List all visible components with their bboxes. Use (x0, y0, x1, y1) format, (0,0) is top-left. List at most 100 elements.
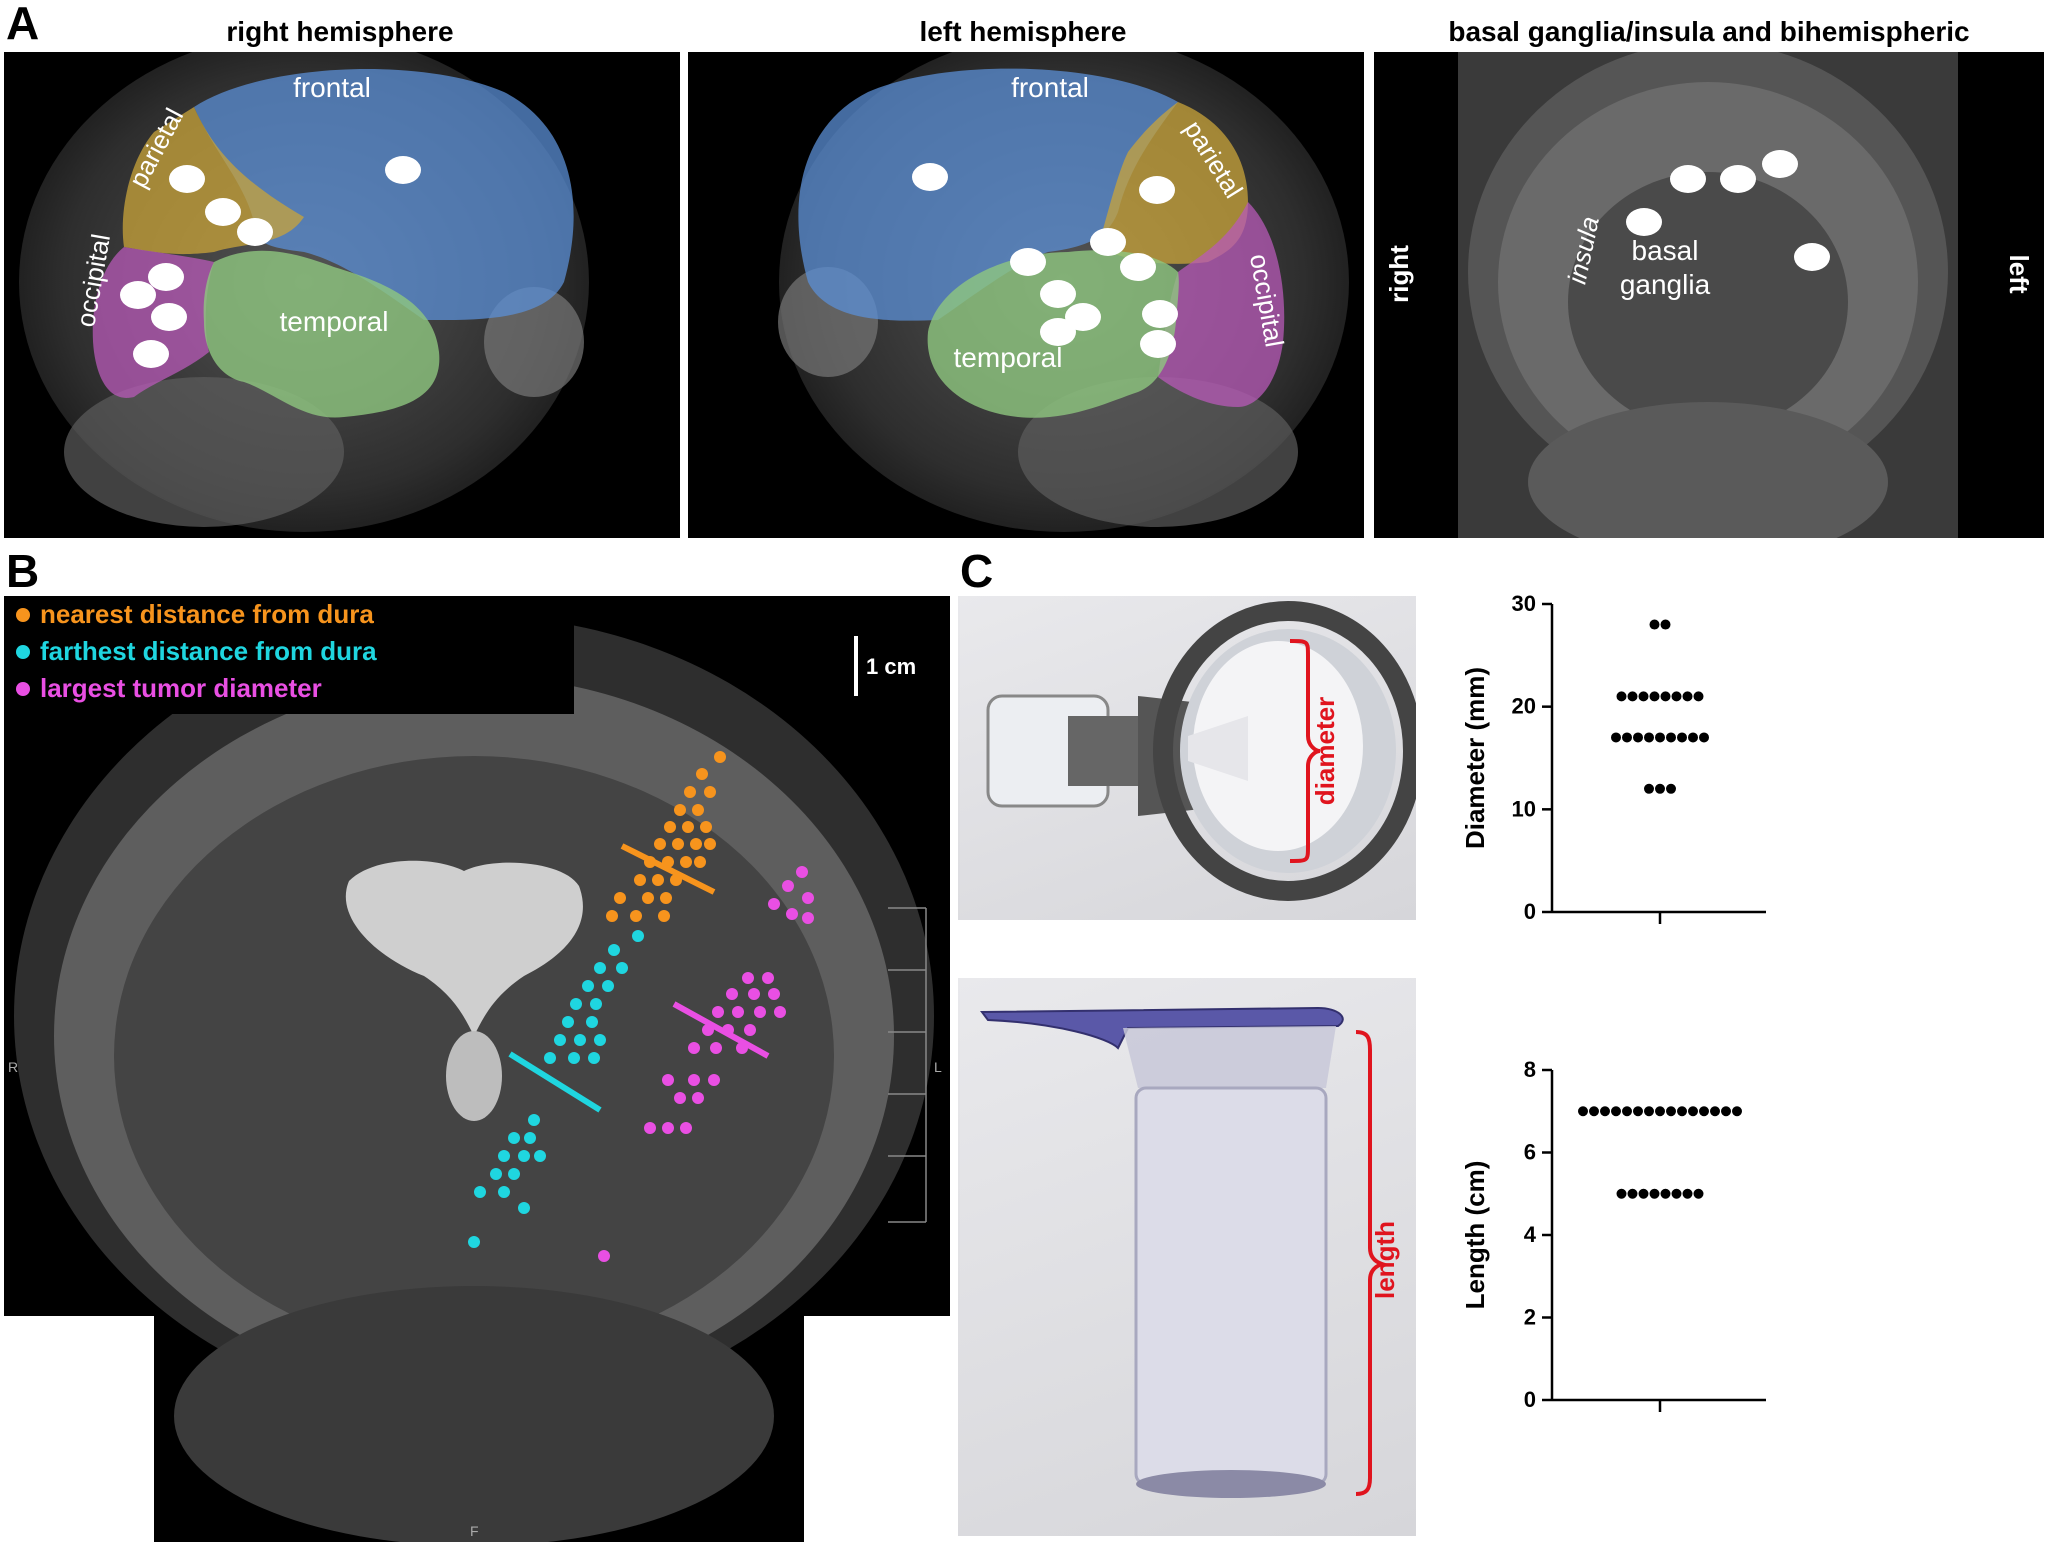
data-point (1693, 691, 1704, 702)
data-point (1616, 1188, 1627, 1199)
legend-row-nearest: nearest distance from dura (16, 596, 574, 633)
data-point (1649, 619, 1660, 630)
legend-row-farthest: farthest distance from dura (16, 633, 574, 670)
data-point (1649, 1188, 1660, 1199)
y-tick-label: 20 (1512, 694, 1536, 719)
data-point (1666, 783, 1676, 794)
data-point (1627, 1188, 1638, 1199)
data-point (1660, 619, 1671, 630)
panel-a-letter: A (6, 0, 40, 49)
data-point (1732, 1106, 1742, 1117)
parietal-lobe-right (122, 107, 304, 255)
y-tick-label: 10 (1512, 796, 1536, 821)
temporal-lobe-right (203, 250, 440, 418)
data-point (1677, 1106, 1687, 1117)
marker-f: F (470, 1523, 479, 1539)
data-point (1721, 1106, 1731, 1117)
data-point (1600, 1106, 1610, 1117)
data-point (1611, 1106, 1621, 1117)
coronal-image: insula basal ganglia right left (1374, 52, 2044, 538)
cyan-dots (468, 930, 644, 1248)
data-point (1688, 732, 1698, 743)
length-bracket (1355, 1030, 1389, 1496)
data-point (1682, 1188, 1693, 1199)
panel-c-letter: C (960, 545, 994, 597)
y-tick-label: 4 (1524, 1222, 1537, 1247)
legend-label-nearest: nearest distance from dura (40, 599, 374, 629)
length-device-photo: length (958, 978, 1416, 1536)
data-point (1622, 732, 1632, 743)
frontal-label-left: frontal (1011, 72, 1089, 103)
data-point (1655, 732, 1665, 743)
right-hemisphere-image: frontal parietal occipital temporal (4, 52, 680, 538)
y-axis-label: Length (cm) (1460, 1161, 1490, 1310)
y-tick-label: 8 (1524, 1057, 1536, 1082)
data-point (1710, 1106, 1720, 1117)
ventricles (345, 860, 583, 1036)
data-point (1611, 732, 1621, 743)
data-point (1666, 1106, 1676, 1117)
diameter-device-photo: diameter (958, 596, 1416, 920)
left-hemisphere-svg: frontal parietal occipital temporal (778, 52, 1349, 532)
coronal-svg: insula basal ganglia right left (1384, 52, 2034, 538)
diameter-device-svg: diameter (986, 601, 1416, 901)
data-point (1660, 691, 1671, 702)
scale-bar (854, 636, 858, 696)
right-hemisphere-title: right hemisphere (226, 16, 454, 47)
panel-b-legend: nearest distance from dura farthest dist… (4, 596, 574, 714)
diameter-bracket (1289, 639, 1321, 863)
marker-r: R (8, 1059, 18, 1075)
data-point (1649, 691, 1660, 702)
legend-label-diameter: largest tumor diameter (40, 673, 322, 703)
ganglia-label: ganglia (1620, 269, 1711, 300)
data-point (1655, 783, 1665, 794)
y-tick-label: 0 (1524, 899, 1536, 924)
data-point (1633, 732, 1643, 743)
data-point (1660, 1188, 1671, 1199)
frontal-label-right: frontal (293, 72, 371, 103)
legend-dot-orange-icon (16, 607, 30, 622)
marker-l: L (934, 1059, 942, 1075)
data-point (1699, 1106, 1709, 1117)
data-point (1655, 1106, 1665, 1117)
coronal-title: basal ganglia/insula and bihemispheric (1448, 16, 1970, 47)
basal-label: basal (1632, 235, 1699, 266)
panel-b-letter: B (6, 545, 40, 597)
data-point (1644, 1106, 1654, 1117)
legend-dot-magenta-icon (16, 681, 30, 696)
data-point (1677, 732, 1687, 743)
cyan-line (508, 1051, 602, 1113)
y-tick-label: 2 (1524, 1305, 1536, 1330)
magenta-dots (598, 866, 814, 1262)
right-side-label: right (1384, 245, 1414, 303)
data-point (1666, 732, 1676, 743)
ruler (888, 907, 927, 1223)
temporal-label-left: temporal (954, 342, 1063, 373)
data-point (1671, 691, 1682, 702)
data-point (1627, 691, 1638, 702)
diameter-label: diameter (1310, 697, 1340, 805)
frontal-lobe-right (194, 69, 574, 321)
data-point (1633, 1106, 1643, 1117)
y-tick-label: 0 (1524, 1387, 1536, 1412)
legend-row-diameter: largest tumor diameter (16, 670, 574, 707)
occipital-lobe-left (1158, 202, 1285, 407)
y-tick-label: 30 (1512, 591, 1536, 616)
left-hemisphere-title: left hemisphere (919, 16, 1127, 47)
magenta-line (672, 1001, 770, 1059)
parietal-lobe-left (1098, 102, 1248, 264)
panel-b-svg: 1 cm R L F (4, 596, 950, 1542)
frontal-lobe-left (798, 68, 1178, 321)
data-point (1693, 1188, 1704, 1199)
scale-bar-label: 1 cm (866, 654, 916, 679)
data-point (1589, 1106, 1599, 1117)
right-hemisphere-svg: frontal parietal occipital temporal (19, 52, 589, 532)
data-point (1644, 783, 1654, 794)
length-device-svg: length (980, 1006, 1400, 1498)
data-point (1638, 691, 1649, 702)
data-point (1638, 1188, 1649, 1199)
data-point (1578, 1106, 1588, 1117)
data-point (1682, 691, 1693, 702)
data-point (1671, 1188, 1682, 1199)
